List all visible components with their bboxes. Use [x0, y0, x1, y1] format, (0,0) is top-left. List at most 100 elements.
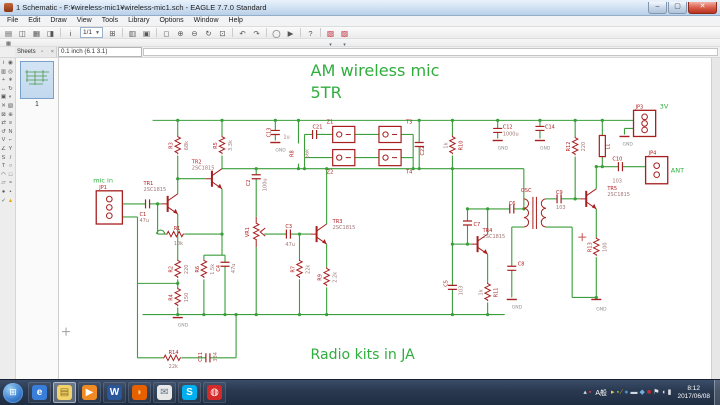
zoom-out-icon[interactable]: ⊖ [191, 28, 198, 38]
circle-icon[interactable]: ○ [8, 163, 13, 170]
cut-icon[interactable]: ✕ [1, 102, 6, 109]
tray-volume-icon[interactable]: ◖ [661, 388, 666, 396]
taskbar-word-icon[interactable]: W [103, 382, 126, 403]
change-icon[interactable]: ◐ [8, 94, 13, 101]
copy-icon[interactable]: ∗ [8, 77, 13, 84]
net-icon[interactable]: ● [1, 188, 6, 195]
errors-icon[interactable]: ▲ [7, 197, 14, 204]
rotate-icon[interactable]: ↻ [8, 85, 13, 92]
replace-icon[interactable]: ≡ [8, 120, 13, 127]
start-button[interactable]: ⊞ [3, 382, 23, 403]
taskbar-explorer-icon[interactable]: ▤ [53, 382, 76, 403]
taskbar-clock[interactable]: 8:12 2017/06/08 [673, 385, 714, 401]
tray-info-icon[interactable]: ● [624, 388, 629, 396]
tray-network-icon[interactable]: ▮ [667, 388, 672, 396]
print-icon[interactable]: ▦ [32, 28, 41, 38]
menu-item-help[interactable]: Help [228, 17, 243, 24]
wire-icon[interactable]: / [9, 154, 12, 161]
taskbar-gom-icon[interactable]: ◍ [203, 382, 226, 403]
zoom-redraw-icon[interactable]: ↻ [205, 28, 212, 38]
minimize-button[interactable]: – [648, 1, 667, 14]
add-icon[interactable]: ⊕ [8, 111, 13, 118]
vertical-scrollbar[interactable] [711, 58, 720, 388]
tray-display-icon[interactable]: ▬ [630, 388, 638, 396]
bus-icon[interactable]: ≈ [8, 180, 13, 187]
sheets-close-icon[interactable]: × [50, 49, 54, 55]
menu-item-window[interactable]: Window [193, 17, 219, 24]
svg-text:2SC1815: 2SC1815 [333, 225, 356, 231]
tray-av-icon[interactable]: ■ [646, 388, 652, 396]
tray-expand-icon[interactable]: ▴ [583, 388, 587, 396]
tray-security-icon[interactable]: ▪ [588, 388, 592, 396]
taskbar-mediaplayer-icon[interactable]: ▶ [78, 382, 101, 403]
help-icon[interactable]: ? [308, 28, 313, 38]
mark-icon[interactable]: ◎ [8, 68, 13, 75]
sheets-pin-icon[interactable]: ▫ [41, 49, 44, 55]
paste-icon[interactable]: ▧ [7, 102, 14, 109]
taskbar-firefox-icon[interactable]: ◗ [128, 382, 151, 403]
grid-icon[interactable]: ⊞ [109, 28, 116, 38]
arc-icon[interactable]: ◠ [1, 171, 6, 178]
display-icon[interactable]: ▣ [142, 28, 151, 38]
polygon-icon[interactable]: ▱ [1, 180, 6, 187]
undo-icon[interactable]: ↶ [239, 28, 246, 38]
menu-item-view[interactable]: View [76, 17, 92, 24]
erc-icon[interactable]: ✓ [1, 197, 6, 204]
maximize-button[interactable]: ▢ [668, 1, 687, 14]
command-input[interactable] [143, 48, 718, 56]
taskbar-skype-icon[interactable]: S [178, 382, 201, 403]
delete-icon[interactable]: ⊠ [1, 111, 6, 118]
pinswap-icon[interactable]: ⇄ [1, 120, 6, 127]
tray-folder-icon[interactable]: ▸ [611, 388, 615, 396]
split-icon[interactable]: Y [8, 145, 13, 152]
zoom-in-icon[interactable]: ⊕ [177, 28, 184, 38]
open-icon[interactable]: ▤ [4, 28, 13, 38]
mirror-icon[interactable]: ↔ [0, 85, 7, 92]
ime-indicator[interactable]: A般 [595, 389, 608, 397]
switch-to-board-icon[interactable]: ▧ ▾ [326, 28, 335, 48]
display-icon[interactable]: ▥ [0, 68, 7, 75]
taskbar-ie-icon[interactable]: e [28, 382, 51, 403]
miter-icon[interactable]: ∠ [1, 145, 6, 152]
frames-icon[interactable]: ▦ [5, 40, 12, 47]
junction-icon[interactable]: • [9, 188, 12, 195]
tray-update-icon[interactable]: ◆ [639, 388, 645, 396]
move-icon[interactable]: + [1, 77, 6, 84]
save-icon[interactable]: ◫ [18, 28, 27, 38]
layer-settings-icon[interactable]: ▥ [128, 28, 137, 38]
sheet-thumbnail[interactable] [20, 61, 54, 99]
tray-pen-icon[interactable]: ∕ [621, 388, 623, 396]
group-icon[interactable]: ▣ [0, 94, 7, 101]
go-icon[interactable]: ▶ [287, 28, 294, 38]
rect-icon[interactable]: □ [8, 171, 13, 178]
menu-item-library[interactable]: Library [128, 17, 150, 24]
menu-item-options[interactable]: Options [159, 17, 184, 24]
smash-icon[interactable]: ⌐ [8, 137, 13, 144]
export-icon[interactable]: ◨ [46, 28, 55, 38]
name-icon[interactable]: N [8, 128, 13, 135]
tray-flag-icon[interactable]: ⚑ [653, 388, 660, 396]
text-icon[interactable]: T [1, 163, 6, 170]
redo-icon[interactable]: ↷ [253, 28, 260, 38]
show-desktop-button[interactable] [714, 380, 720, 405]
tray-photo-icon[interactable]: ▪ [616, 388, 620, 396]
info-icon[interactable]: i [2, 60, 5, 66]
menu-item-tools[interactable]: Tools [101, 17, 119, 24]
svg-text:C14: C14 [545, 124, 555, 130]
menu-item-edit[interactable]: Edit [28, 17, 41, 24]
zoom-fit-icon[interactable]: ◻ [163, 28, 170, 38]
stop-icon[interactable]: ◯ [272, 28, 281, 38]
zoom-select-icon[interactable]: ⊡ [219, 28, 226, 38]
run-ulp-icon[interactable]: ▨ ▾ [340, 28, 349, 48]
gateswap-icon[interactable]: ↺ [1, 128, 6, 135]
taskbar-mail-icon[interactable]: ✉ [153, 382, 176, 403]
close-button[interactable]: ✕ [688, 1, 717, 14]
value-icon[interactable]: V [1, 137, 6, 144]
info-icon[interactable]: i [69, 28, 72, 38]
show-icon[interactable]: ◉ [8, 60, 13, 66]
menu-item-file[interactable]: File [7, 17, 19, 24]
menu-item-draw[interactable]: Draw [50, 17, 67, 24]
invoke-icon[interactable]: S [1, 154, 6, 161]
page-select[interactable]: 1/1▼ [80, 27, 103, 38]
